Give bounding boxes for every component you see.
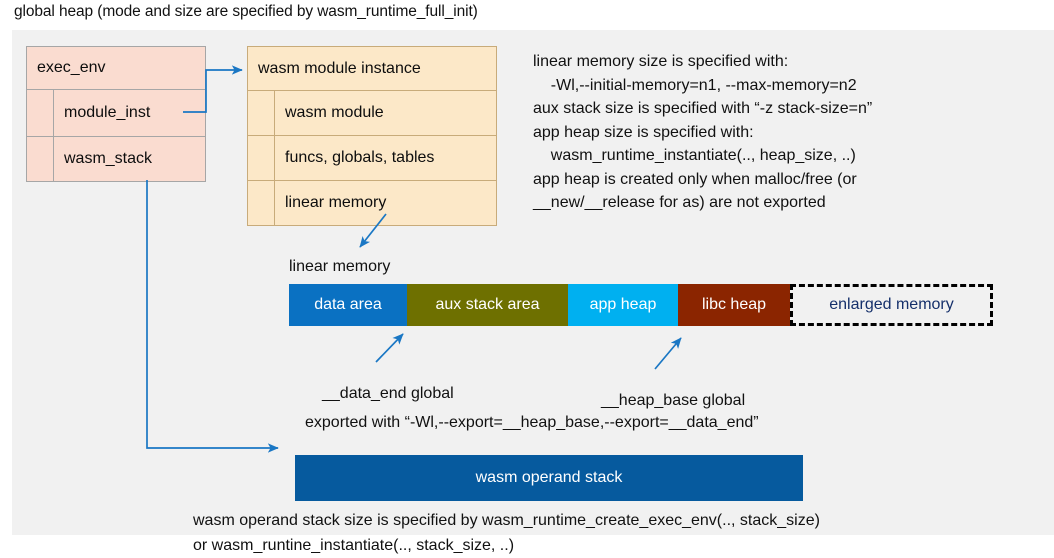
module-instance-field-label: wasm module [285,104,384,121]
page-title: global heap (mode and size are specified… [14,3,478,20]
indent-cell [27,90,54,136]
diagram-canvas: exec_env module_inst wasm_stack wasm mod… [12,30,1054,554]
memory-segment-label: app heap [589,296,657,313]
module-instance-field-funcs-globals-tables: funcs, globals, tables [248,135,496,180]
memory-segment-aux-stack-area: aux stack area [407,284,568,326]
module-instance-field-linear-memory: linear memory [248,180,496,225]
memory-segment-libc-heap: libc heap [678,284,790,326]
module-instance-title-row: wasm module instance [248,47,496,90]
linear-memory-caption: linear memory [289,258,391,275]
linear-memory-bar: data area aux stack area app heap libc h… [289,284,993,326]
wasm-operand-stack-label: wasm operand stack [475,469,623,486]
module-instance-field-label: linear memory [285,194,387,211]
exec-env-field-wasm-stack: wasm_stack [27,136,205,181]
annotation-export-note: exported with “-Wl,--export=__heap_base,… [305,414,759,431]
memory-segment-enlarged-memory: enlarged memory [790,284,993,326]
exec-env-title: exec_env [37,59,106,76]
memory-segment-label: data area [314,296,382,313]
memory-segment-data-area: data area [289,284,407,326]
memory-segment-label: enlarged memory [829,296,954,313]
indent-cell [27,137,54,181]
module-instance-field-wasm-module: wasm module [248,90,496,135]
config-notes: linear memory size is specified with: -W… [533,53,873,211]
indent-cell [248,181,275,225]
exec-env-field-label: wasm_stack [64,150,153,167]
exec-env-title-row: exec_env [27,47,205,89]
exec-env-field-label: module_inst [64,104,151,121]
indent-cell [248,136,275,180]
wasm-module-instance-box: wasm module instance wasm module funcs, … [247,46,497,226]
exec-env-box: exec_env module_inst wasm_stack [26,46,206,182]
exec-env-field-module-inst: module_inst [27,89,205,136]
indent-cell [248,91,275,135]
memory-segment-label: aux stack area [435,296,540,313]
wasm-operand-stack-box: wasm operand stack [295,455,803,501]
module-instance-field-label: funcs, globals, tables [285,149,435,166]
module-instance-title: wasm module instance [258,59,421,77]
memory-segment-label: libc heap [701,296,767,313]
memory-segment-app-heap: app heap [568,284,678,326]
operand-stack-notes: wasm operand stack size is specified by … [193,512,820,554]
annotation-data-end-global: __data_end global [322,385,454,402]
annotation-heap-base-global: __heap_base global [601,392,746,409]
